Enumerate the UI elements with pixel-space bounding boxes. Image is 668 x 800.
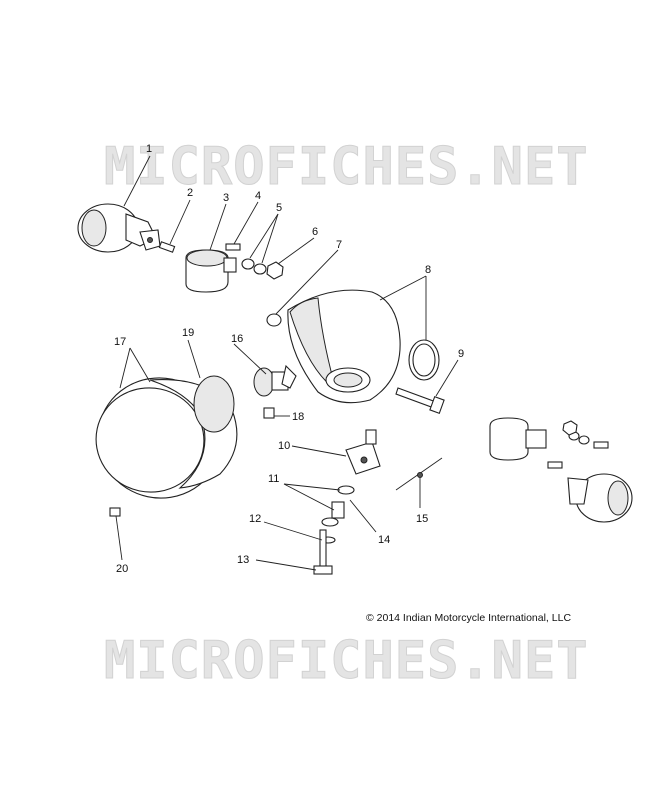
callout-6: 6 [312, 226, 318, 238]
left-turn-signal [77, 203, 161, 253]
callout-5: 5 [276, 202, 282, 214]
bushings-11 [321, 485, 355, 527]
callout-12: 12 [249, 513, 261, 525]
callout-19: 19 [182, 327, 194, 339]
callout-18: 18 [292, 411, 304, 423]
svg-text:MICROFICHES.NET: MICROFICHES.NET [104, 137, 589, 194]
callout-11: 11 [268, 473, 279, 485]
adjuster-10 [345, 429, 381, 475]
right-turn-signal [489, 417, 633, 523]
bulb-16 [253, 364, 297, 397]
nut-6 [266, 261, 284, 280]
callout-labels: 1 2 3 4 5 6 7 8 9 10 11 12 13 14 15 16 1… [114, 143, 464, 575]
wire-15 [395, 457, 443, 491]
washers-5 [241, 258, 267, 275]
callout-14: 14 [378, 534, 390, 546]
leader-lines [115, 155, 459, 571]
bolt-13 [313, 529, 333, 575]
callout-10: 10 [278, 440, 290, 452]
clamp-3 [185, 249, 237, 293]
callout-3: 3 [223, 192, 229, 204]
callout-20: 20 [116, 563, 128, 575]
bolt-9 [395, 387, 445, 414]
callout-4: 4 [255, 190, 261, 202]
callout-15: 15 [416, 513, 428, 525]
screw-20 [109, 507, 121, 517]
callout-2: 2 [187, 187, 193, 199]
svg-text:MICROFICHES.NET: MICROFICHES.NET [104, 631, 589, 688]
headlight-rim-17 [95, 375, 238, 499]
callout-13: 13 [237, 554, 249, 566]
callout-17: 17 [114, 336, 126, 348]
connector-18 [263, 407, 275, 419]
callout-16: 16 [231, 333, 243, 345]
grommet-7 [266, 313, 282, 327]
callout-9: 9 [458, 348, 464, 360]
callout-8: 8 [425, 264, 431, 276]
headlight-housing-8 [287, 289, 440, 404]
callout-1: 1 [146, 143, 152, 155]
callout-7: 7 [336, 239, 342, 251]
copyright-notice: © 2014 Indian Motorcycle International, … [366, 612, 572, 624]
watermark-bottom: MICROFICHES.NET [104, 631, 589, 689]
watermark-top: MICROFICHES.NET [104, 137, 589, 195]
bolt-2 [158, 241, 176, 253]
bolt-4 [225, 243, 241, 251]
